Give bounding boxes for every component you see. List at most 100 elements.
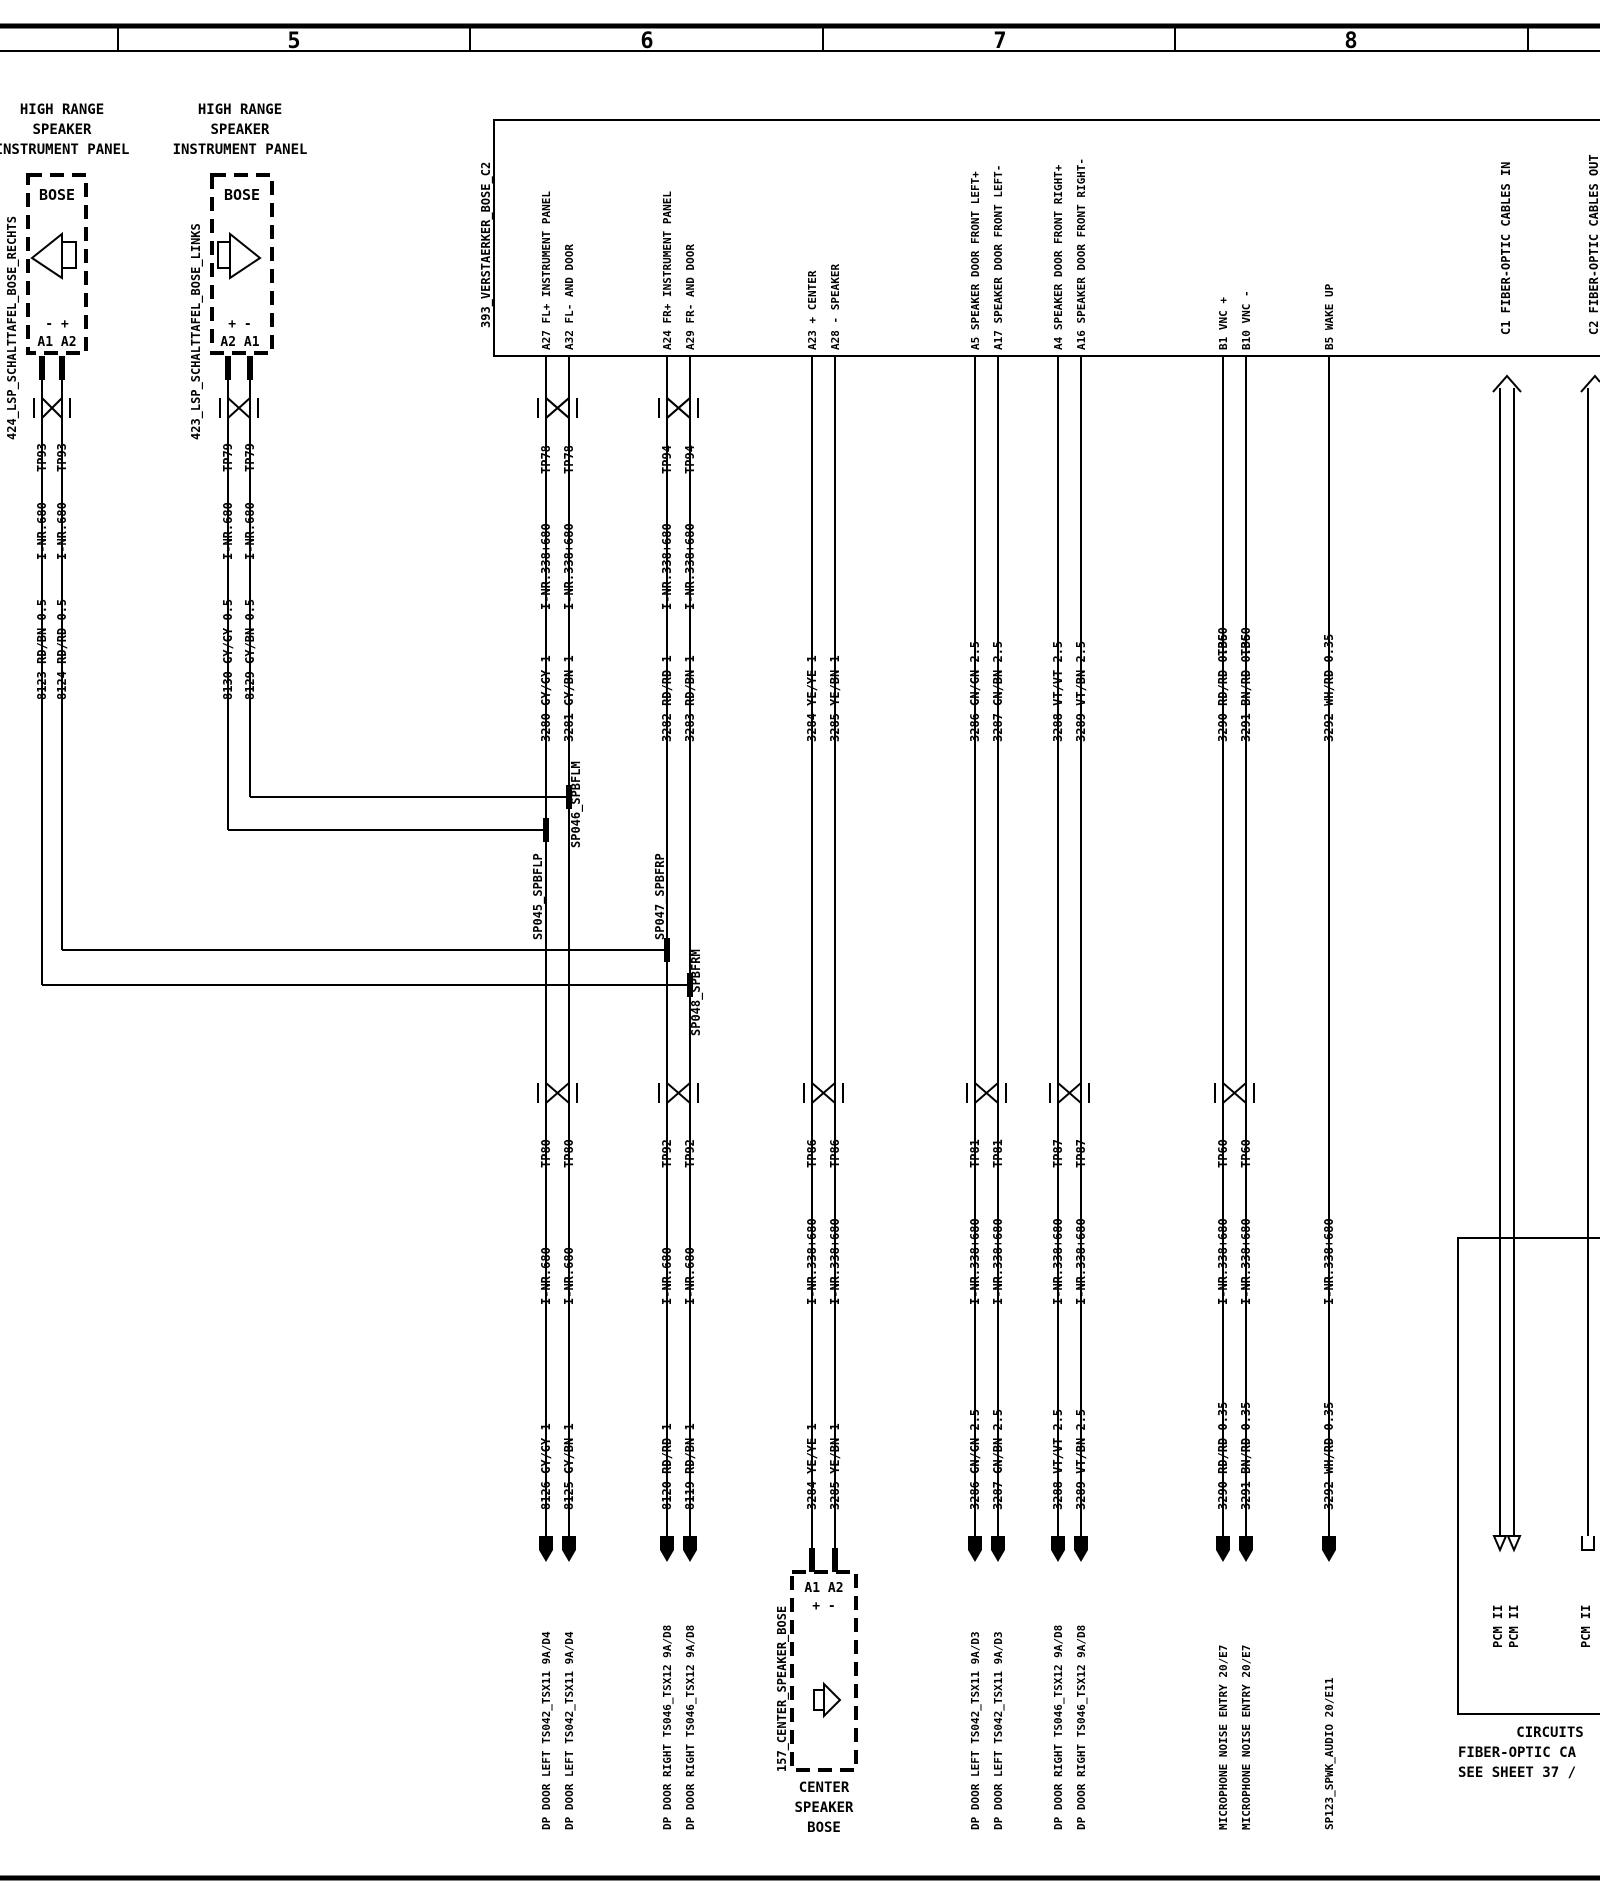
splice-node — [566, 785, 572, 809]
wire-label: I-NR.338+680 — [562, 523, 576, 610]
speaker-wire-label: I-NR.680 — [243, 502, 257, 560]
wire-label: TP87 — [1051, 1139, 1065, 1168]
terminal-crossing — [537, 397, 578, 419]
speaker-left-pins: A2 A1 — [220, 335, 259, 350]
terminal-crossing — [966, 1082, 1007, 1104]
wire-destination-label: DP DOOR LEFT TS042_TSX11 9A/D4 — [540, 1631, 553, 1830]
column-number: 7 — [993, 29, 1006, 54]
wire-label: TP80 — [539, 1139, 553, 1168]
wire-label: 3283 RD/BN 1 — [683, 655, 697, 742]
wire-label: TP92 — [660, 1139, 674, 1168]
center-speaker-label: CENTER — [799, 1780, 850, 1796]
wire-label: I-NR.680 — [562, 1247, 576, 1305]
wire-label: I-NR.338+680 — [991, 1218, 1005, 1305]
fiber-in-label: C1 FIBER-OPTIC CABLES IN — [1499, 162, 1513, 335]
wire-label: 3288 VT/VT 2.5 — [1051, 641, 1065, 742]
wire-label: 3282 RD/RD 1 — [660, 655, 674, 742]
speaker-wire-label: 8129 GY/BN 0.5 — [243, 599, 257, 700]
amplifier-pin-label: A4 SPEAKER DOOR FRONT RIGHT+ — [1052, 164, 1065, 350]
wire-label: 3291 BN/RD 0.35 — [1239, 634, 1253, 742]
wire-label: TP60 — [1239, 1139, 1253, 1168]
wire-label: 3292 WH/RD 0.35 — [1322, 1402, 1336, 1510]
speaker-wire-label: TP93 — [35, 443, 49, 472]
center-speaker-label: BOSE — [807, 1820, 841, 1836]
loudspeaker-icon — [217, 231, 262, 280]
speaker-right-pins: A1 A2 — [37, 335, 76, 350]
wire-pin-stub — [225, 356, 231, 380]
wire-label: TP81 — [968, 1139, 982, 1168]
wire-label: TP60 — [1216, 1139, 1230, 1168]
wire-label: TP94 — [683, 445, 697, 474]
fiber-optic: C1 FIBER-OPTIC CABLES IN C2 FIBER-OPTIC … — [1457, 154, 1600, 1781]
amplifier-id: 393_VERSTAERKER_BOSE_C2 — [479, 162, 494, 328]
center-speaker-pins: A1 A2 — [804, 1581, 843, 1596]
center-speaker-label: SPEAKER — [794, 1800, 854, 1816]
loudspeaker-icon — [30, 231, 77, 280]
wire-label: 8119 RD/BN 1 — [683, 1423, 697, 1510]
pcm-label: PCM II — [1579, 1605, 1593, 1648]
wire-label: I-NR.338+680 — [968, 1218, 982, 1305]
terminal-crossing — [803, 1082, 844, 1104]
wire-label: I-NR.338+680 — [1322, 1218, 1336, 1305]
wire-destination-label: DP DOOR LEFT TS042_TSX11 9A/D3 — [992, 1631, 1005, 1830]
terminal-crossing — [537, 1082, 578, 1104]
wire-label: I-NR.338+680 — [1074, 1218, 1088, 1305]
speaker-wire-label: 8130 GY/GY 0.5 — [221, 599, 235, 700]
connector-terminal — [968, 1536, 982, 1562]
column-dividers — [117, 26, 1529, 51]
connector-terminal — [683, 1536, 697, 1562]
speaker-left-title: SPEAKER — [210, 122, 270, 138]
speaker-wire-label: TP79 — [243, 443, 257, 472]
connector-terminal — [1074, 1536, 1088, 1562]
center-speaker-box — [790, 1570, 858, 1772]
wire-label: 3280 GY/GY 1 — [539, 655, 553, 742]
terminal-crossing — [1214, 1082, 1255, 1104]
splice-label: SP047_SPBFRP — [653, 853, 668, 940]
wire-label: 3287 GN/BN 2.5 — [991, 1409, 1005, 1510]
amplifier-pin-label: A23 + CENTER — [806, 270, 819, 350]
speaker-left-polarity: + - — [228, 317, 251, 332]
connector-terminal — [1322, 1536, 1336, 1562]
wire-label: 3288 VT/VT 2.5 — [1051, 1409, 1065, 1510]
wire-destination-label: DP DOOR RIGHT TS046_TSX12 9A/D8 — [661, 1625, 674, 1830]
wire-label: 3287 GN/BN 2.5 — [991, 641, 1005, 742]
wire-label: 8126 GY/GY 1 — [539, 1423, 553, 1510]
wire-destination-label: DP DOOR RIGHT TS046_TSX12 9A/D8 — [684, 1625, 697, 1830]
wire-label: I-NR.680 — [683, 1247, 697, 1305]
speaker-wire-label: TP79 — [221, 443, 235, 472]
speaker-left-title: INSTRUMENT PANEL — [173, 142, 308, 158]
speaker-wire-label: TP93 — [55, 443, 69, 472]
amplifier-pin-label: A16 SPEAKER DOOR FRONT RIGHT- — [1075, 158, 1088, 350]
connector-terminal — [991, 1536, 1005, 1562]
amplifier-box — [493, 119, 1600, 357]
connector-terminal — [1239, 1536, 1253, 1562]
wire-label: TP60 — [1216, 627, 1230, 656]
speaker-left-title: HIGH RANGE — [198, 102, 282, 118]
circuits-note: SEE SHEET 37 / — [1458, 1765, 1576, 1781]
wire-label: 3284 YE/YE 1 — [805, 655, 819, 742]
wire-label: 8120 RD/RD 1 — [660, 1423, 674, 1510]
wire-label: I-NR.338+680 — [1051, 1218, 1065, 1305]
wire-pin-stub — [59, 356, 65, 380]
speaker-right-brand: BOSE — [39, 186, 75, 204]
amplifier-pin-label: A27 FL+ INSTRUMENT PANEL — [540, 191, 553, 350]
wire-pin-stub — [247, 356, 253, 380]
amplifier-connector: 393_VERSTAERKER_BOSE_C2 A27 FL+ INSTRUME… — [479, 119, 1600, 357]
connector-terminal — [539, 1536, 553, 1562]
wire-label: 3289 VT/BN 2.5 — [1074, 641, 1088, 742]
wire-label: 3289 VT/BN 2.5 — [1074, 1409, 1088, 1510]
circuits-box — [1457, 1237, 1600, 1715]
center-speaker-polarity: + - — [812, 1599, 835, 1614]
circuits-note: CIRCUITS — [1516, 1725, 1583, 1741]
wire-label: I-NR.338+680 — [1216, 1218, 1230, 1305]
wire-label: 3292 WH/RD 0.35 — [1322, 634, 1336, 742]
wire-label: I-NR.338+680 — [660, 523, 674, 610]
wire-label: I-NR.338+680 — [828, 1218, 842, 1305]
pcm-label: PCM II — [1507, 1605, 1521, 1648]
wire-label: 3284 YE/YE 1 — [805, 1423, 819, 1510]
amplifier-pin-label: A29 FR- AND DOOR — [684, 244, 697, 350]
